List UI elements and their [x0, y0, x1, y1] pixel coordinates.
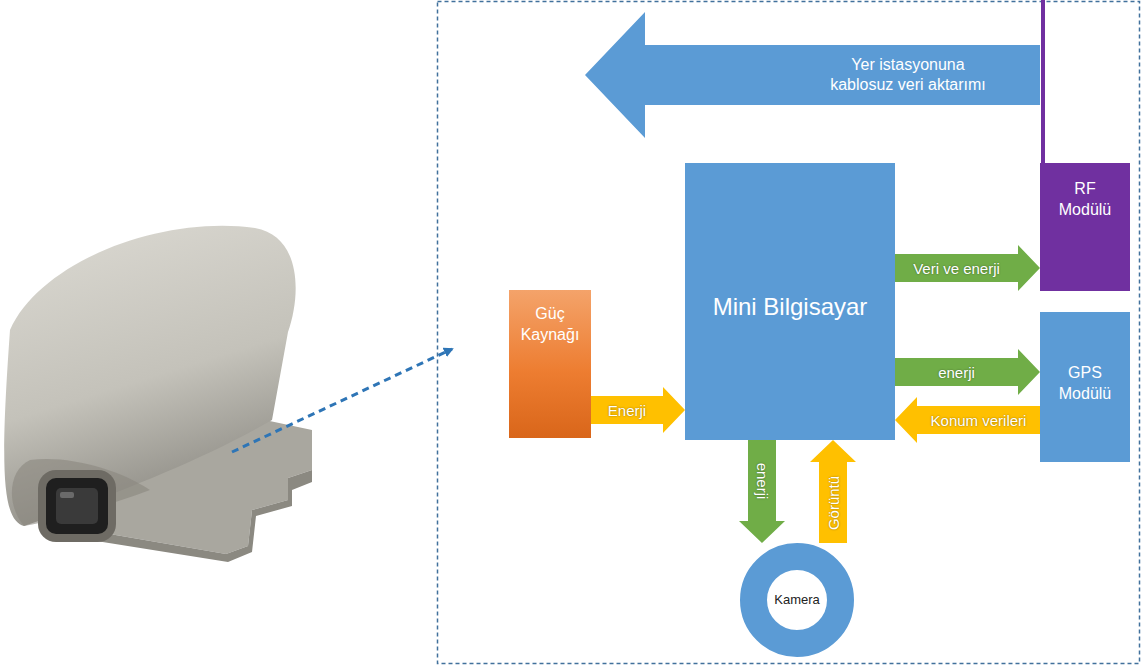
block-arrow [810, 440, 856, 543]
block-arrow [895, 245, 1040, 291]
rf-module-box: RF Modülü [1040, 163, 1130, 291]
camera-circle: Kamera [740, 543, 854, 657]
arrow-caption: Yer istasyonuna kablosuz veri aktarımı [818, 55, 998, 95]
power-box: Güç Kaynağı [509, 290, 591, 438]
computer-box: Mini Bilgisayar [685, 163, 895, 440]
device-photo [4, 226, 312, 562]
arrow-label: Konum verileri [931, 413, 1027, 428]
arrow-label: Görüntü [826, 475, 841, 529]
antenna [1041, 0, 1045, 163]
gps-module-box: GPS Modülü [1040, 312, 1130, 462]
pointer-arrow [232, 349, 452, 452]
wireless-arrow [585, 12, 1040, 138]
node-label: Kamera [774, 592, 820, 609]
node-label: GPS Modülü [1046, 363, 1124, 405]
arrow-label: enerji [938, 365, 975, 380]
block-arrow [895, 397, 1040, 443]
node-label: Güç Kaynağı [515, 304, 585, 346]
node-label: Mini Bilgisayar [713, 291, 868, 322]
camera-ring-shape [754, 557, 841, 644]
node-label: RF Modülü [1046, 179, 1124, 221]
arrow-label: enerji [755, 462, 770, 499]
arrow-label: Veri ve enerji [913, 261, 1000, 276]
arrow-label: Enerji [608, 403, 646, 418]
block-arrow [895, 349, 1040, 395]
zoom-frame [438, 2, 1140, 664]
block-arrow [591, 387, 685, 433]
block-arrow [739, 440, 785, 543]
